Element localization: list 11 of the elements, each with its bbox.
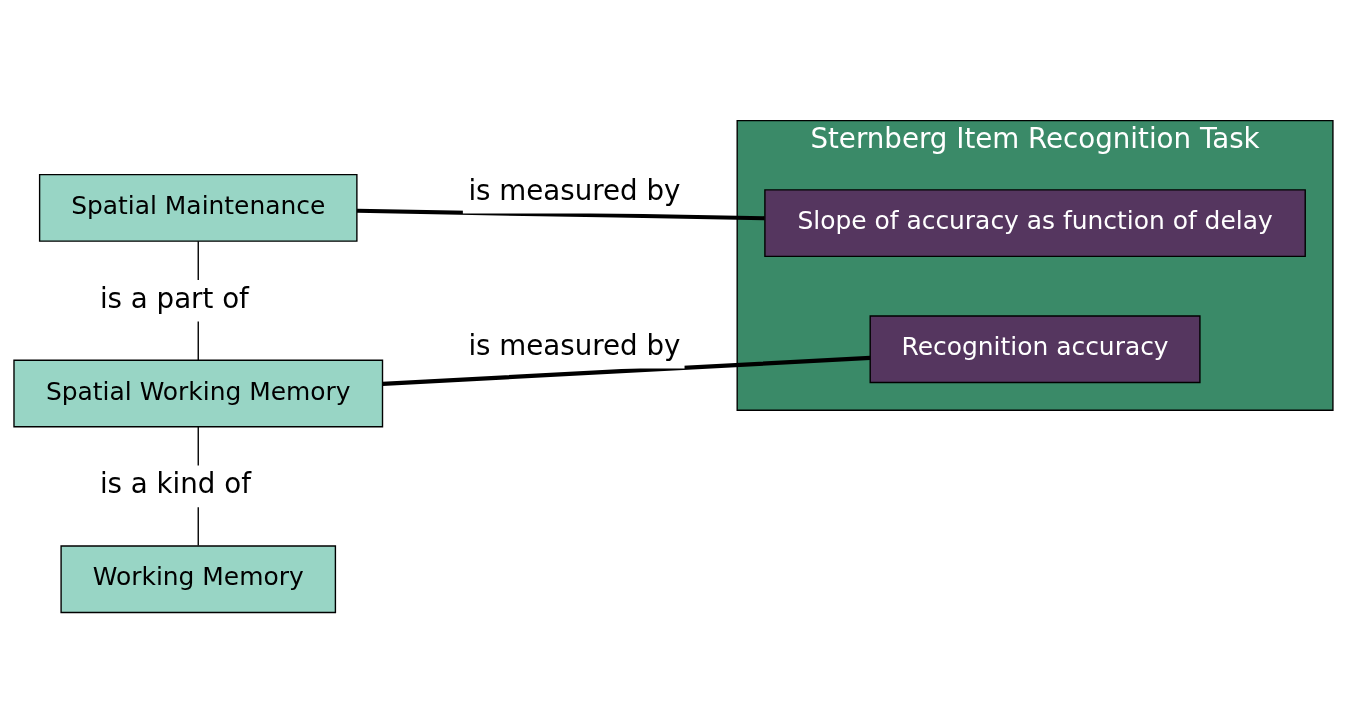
node-box: Spatial Maintenance: [38, 173, 358, 242]
node-box: Slope of accuracy as function of delay: [764, 188, 1306, 257]
edge-label: is measured by: [468, 173, 681, 207]
edge-label: is a part of: [99, 281, 249, 315]
edge-label: is a kind of: [99, 466, 251, 500]
edge-label: is measured by: [468, 328, 681, 362]
connector: [356, 208, 765, 220]
node-box: Working Memory: [60, 544, 337, 613]
node-box: Spatial Working Memory: [13, 359, 384, 427]
connector: [382, 355, 871, 386]
node-box: Recognition accuracy: [869, 314, 1201, 383]
